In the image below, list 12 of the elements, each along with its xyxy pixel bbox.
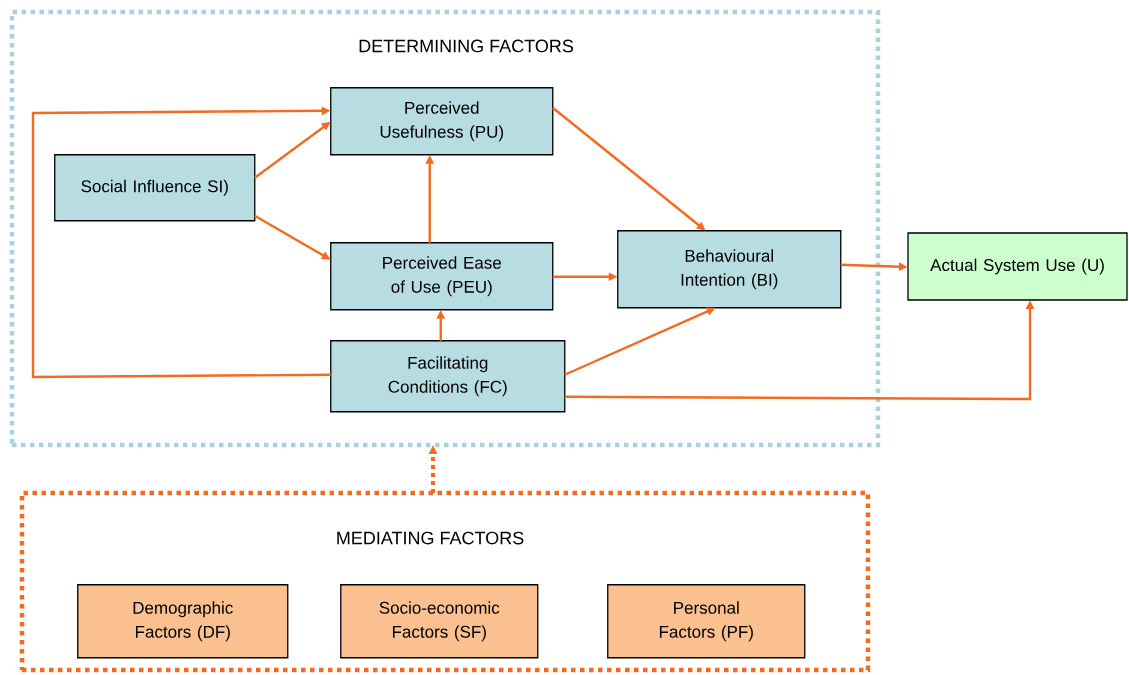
factor-box: Actual System Use (U): [907, 232, 1128, 301]
factor-box: Facilitating Conditions (FC): [330, 340, 566, 413]
factor-box: Socio-economic Factors (SF): [340, 584, 539, 659]
factor-box: Perceived Usefulness (PU): [330, 87, 554, 156]
factor-box: Personal Factors (PF): [607, 584, 806, 659]
arrow: [31, 106, 331, 379]
group-title: MEDIATING FACTORS: [337, 531, 524, 545]
factor-box: Perceived Ease of Use (PEU): [330, 242, 554, 311]
factor-box: Behavioural Intention (BI): [617, 230, 842, 309]
factor-box: Demographic Factors (DF): [77, 584, 289, 659]
group-title: DETERMINING FACTORS: [359, 39, 574, 53]
factor-box: Social Influence SI): [54, 154, 256, 222]
